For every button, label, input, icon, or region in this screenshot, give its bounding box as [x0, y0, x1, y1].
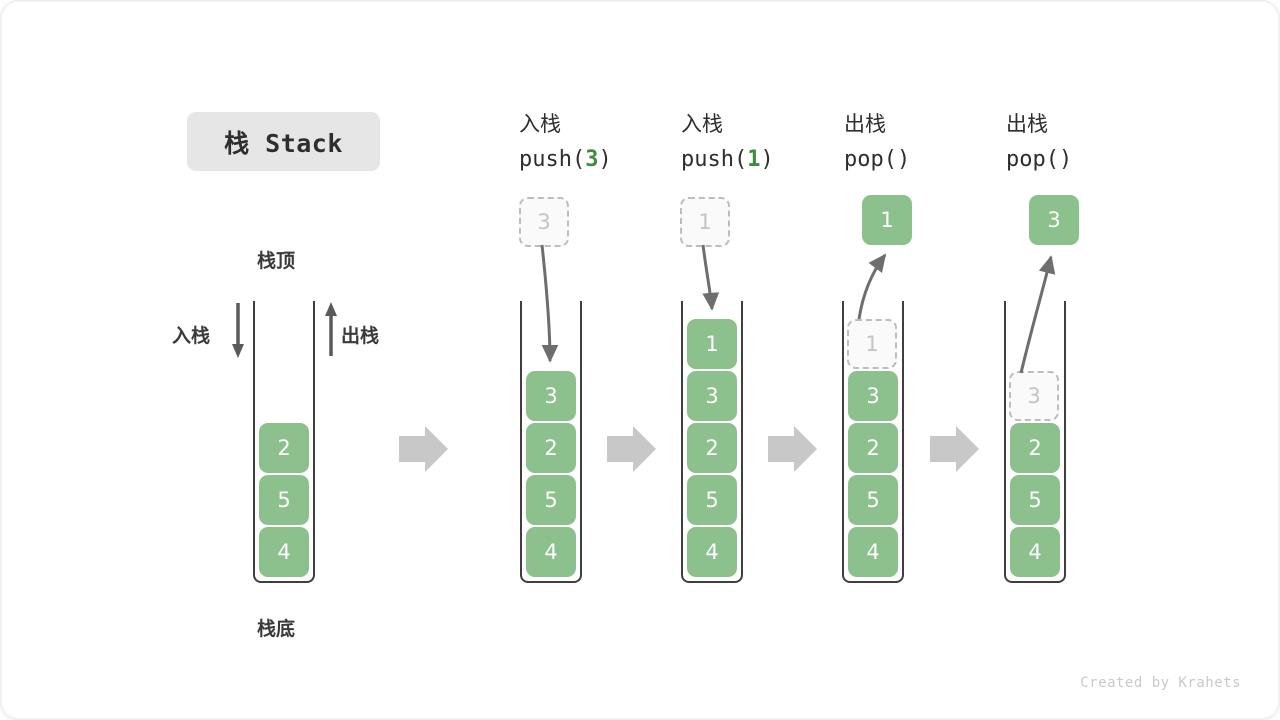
stack-cell: 4 [1010, 527, 1060, 577]
label-stack-bottom: 栈底 [257, 618, 296, 640]
column-header-op-push-3: push(3) [519, 147, 612, 172]
column-header-op-pop-3: pop() [1006, 147, 1073, 172]
label-push-direction: 入栈 [172, 325, 211, 347]
stack-cell: 3 [848, 371, 898, 421]
label-stack-top: 栈顶 [257, 250, 296, 272]
floating-ghost-cell: 1 [680, 197, 730, 247]
column-header-op-push-1: push(1) [681, 147, 774, 172]
watermark: Created by Krahets [1080, 675, 1241, 691]
column-header-pop-1: 出栈 pop() [844, 107, 910, 177]
stack-cell: 1 [687, 319, 737, 369]
stack-cell: 2 [848, 423, 898, 473]
stack-cell: 5 [687, 475, 737, 525]
column-header-cn-push-1: 入栈 [681, 112, 723, 136]
stack-cell: 2 [1010, 423, 1060, 473]
transition-arrow-2 [607, 426, 656, 472]
stack-cell: 3 [526, 371, 576, 421]
stack-cell: 4 [687, 527, 737, 577]
motion-arrow-push-1 [701, 244, 720, 311]
stack-cell: 5 [848, 475, 898, 525]
vacated-ghost-cell: 1 [847, 319, 897, 369]
floating-ghost-cell: 3 [519, 197, 569, 247]
column-header-push-1: 入栈 push(1) [681, 107, 774, 177]
transition-arrow-1 [399, 426, 448, 472]
stack-cell: 5 [526, 475, 576, 525]
stack-cell: 3 [687, 371, 737, 421]
column-header-cn-pop-3: 出栈 [1006, 112, 1048, 136]
label-pop-direction: 出栈 [341, 325, 380, 347]
vacated-ghost-cell: 3 [1009, 371, 1059, 421]
floating-popped-cell: 3 [1029, 195, 1079, 245]
legend-push-arrow-icon [232, 303, 244, 358]
stack-tube-pop-3 [1004, 301, 1066, 583]
stack-tube-initial [253, 301, 315, 583]
stack-tube-pop-1 [842, 301, 904, 583]
column-header-cn-pop-1: 出栈 [844, 112, 886, 136]
stack-cell: 4 [848, 527, 898, 577]
stack-cell: 2 [687, 423, 737, 473]
stack-cell: 5 [1010, 475, 1060, 525]
stack-cell: 2 [259, 423, 309, 473]
stack-cell: 4 [526, 527, 576, 577]
column-header-op-pop-1: pop() [844, 147, 911, 172]
transition-arrow-4 [930, 426, 979, 472]
transition-arrow-3 [768, 426, 817, 472]
stack-tube-push-1 [681, 301, 743, 583]
stack-cell: 5 [259, 475, 309, 525]
column-header-push-3: 入栈 push(3) [519, 107, 612, 177]
column-header-cn-push-3: 入栈 [519, 112, 561, 136]
stack-cell: 4 [259, 527, 309, 577]
diagram-title-chip: 栈 Stack [187, 112, 380, 171]
legend-pop-arrow-icon [325, 302, 337, 356]
column-header-pop-3: 出栈 pop() [1006, 107, 1072, 177]
stack-tube-push-3 [520, 301, 582, 583]
floating-popped-cell: 1 [862, 195, 912, 245]
stack-cell: 2 [526, 423, 576, 473]
